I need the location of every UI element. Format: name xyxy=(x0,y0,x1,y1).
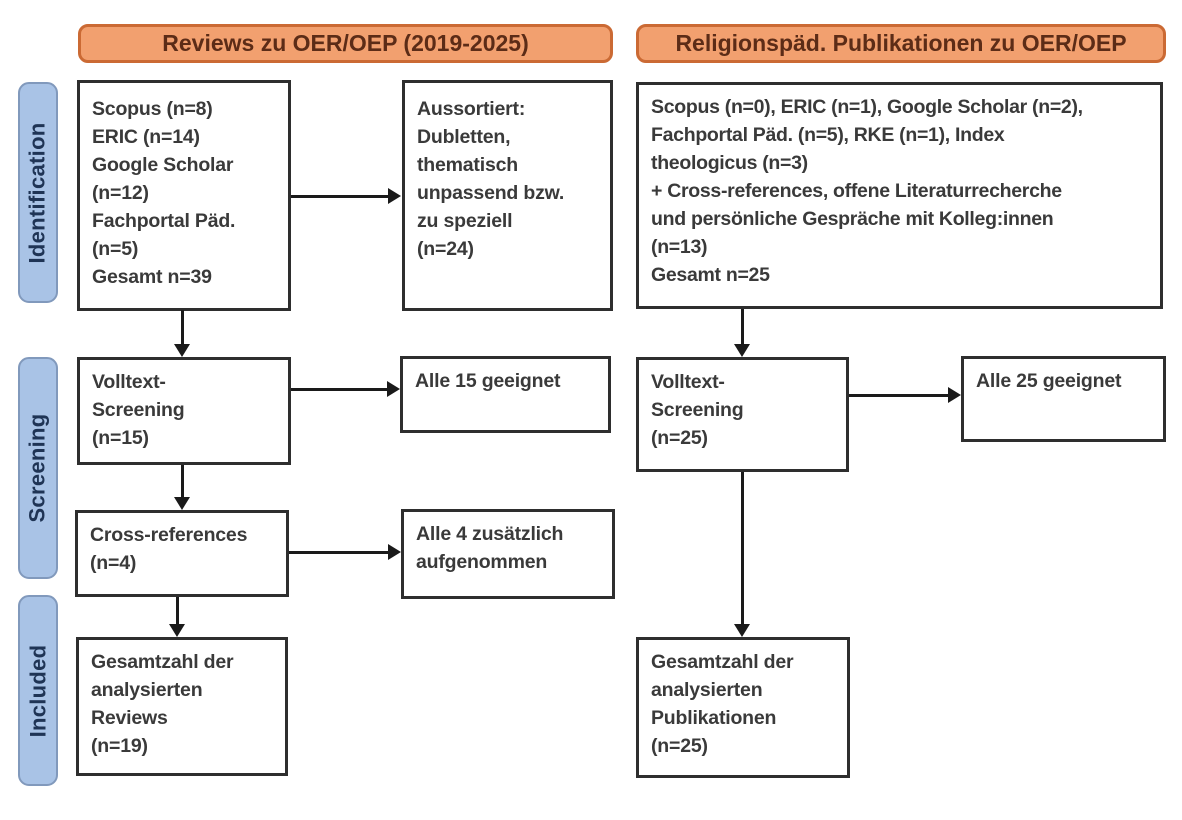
stage-label-included: Included xyxy=(18,595,58,786)
arrow-left-fulltext-to-result-head-icon xyxy=(387,381,400,397)
box-left-crossreferences: Cross-references (n=4) xyxy=(75,510,289,597)
stage-label-identification-text: Identification xyxy=(25,121,50,264)
box-right-fulltext-screening: Volltext- Screening (n=25) xyxy=(636,357,849,472)
arrow-left-sources-to-excluded-line xyxy=(291,195,389,198)
arrow-right-fulltext-to-result-line xyxy=(849,394,949,397)
stage-label-screening-text: Screening xyxy=(25,413,51,523)
stage-label-included-text: Included xyxy=(25,644,51,737)
arrow-right-sources-to-fulltext-line xyxy=(741,309,744,345)
stage-label-identification: Identification xyxy=(18,82,58,303)
arrow-right-fulltext-to-result-head-icon xyxy=(948,387,961,403)
box-left-excluded: Aussortiert: Dubletten, thematisch unpas… xyxy=(402,80,613,311)
box-left-sources: Scopus (n=8) ERIC (n=14) Google Scholar … xyxy=(77,80,291,311)
arrow-crossref-to-total-line xyxy=(176,597,179,626)
arrow-right-fulltext-to-total-line xyxy=(741,472,744,625)
arrow-crossref-to-total-head-icon xyxy=(169,624,185,637)
arrow-right-fulltext-to-total-head-icon xyxy=(734,624,750,637)
column-header-religionspaed: Religionspäd. Publikationen zu OER/OEP xyxy=(636,24,1166,63)
arrow-left-fulltext-to-crossref-line xyxy=(181,465,184,498)
box-right-fulltext-result: Alle 25 geeignet xyxy=(961,356,1166,442)
arrow-left-sources-to-fulltext-head-icon xyxy=(174,344,190,357)
box-left-fulltext-screening: Volltext- Screening (n=15) xyxy=(77,357,291,465)
box-left-fulltext-result: Alle 15 geeignet xyxy=(400,356,611,433)
box-left-crossreferences-result: Alle 4 zusätzlich aufgenommen xyxy=(401,509,615,599)
stage-label-screening: Screening xyxy=(18,357,58,579)
arrow-right-sources-to-fulltext-head-icon xyxy=(734,344,750,357)
arrow-crossref-to-result-head-icon xyxy=(388,544,401,560)
arrow-left-sources-to-fulltext-line xyxy=(181,310,184,346)
box-left-total-included: Gesamtzahl der analysierten Reviews (n=1… xyxy=(76,637,288,776)
box-right-total-included: Gesamtzahl der analysierten Publikatione… xyxy=(636,637,850,778)
arrow-left-sources-to-excluded-head-icon xyxy=(388,188,401,204)
box-right-sources: Scopus (n=0), ERIC (n=1), Google Scholar… xyxy=(636,82,1163,309)
arrow-left-fulltext-to-result-line xyxy=(291,388,388,391)
arrow-crossref-to-result-line xyxy=(289,551,389,554)
arrow-left-fulltext-to-crossref-head-icon xyxy=(174,497,190,510)
column-header-reviews: Reviews zu OER/OEP (2019-2025) xyxy=(78,24,613,63)
